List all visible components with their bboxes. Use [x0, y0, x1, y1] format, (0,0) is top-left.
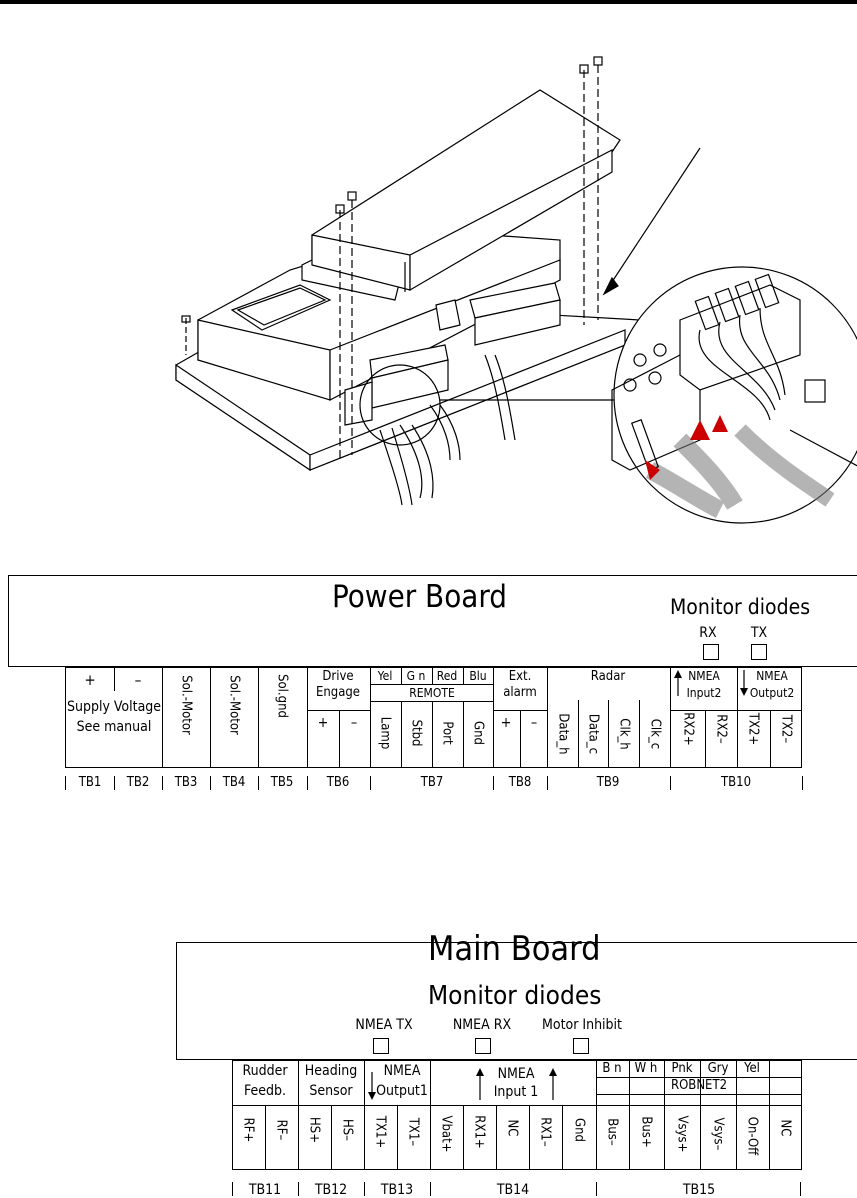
- output2-arrow-icon: [740, 670, 748, 696]
- remote-color-blu: Blu: [469, 669, 487, 683]
- rudder-label: Rudder: [242, 1063, 288, 1079]
- nmea-input2-label: NMEA: [688, 669, 720, 683]
- tb10-tb-label: TB10: [720, 775, 752, 790]
- tb1-symbol: +: [84, 671, 96, 689]
- tb8-pin-minus: –: [530, 715, 538, 731]
- tb11-label: TB11: [248, 1182, 282, 1198]
- tb4-tb-label: TB4: [222, 775, 246, 790]
- power-diode-tx-label: TX: [750, 625, 768, 641]
- see-manual-label: See manual: [76, 719, 152, 735]
- power-monitor-title: Monitor diodes: [670, 595, 811, 619]
- alarm-label: alarm: [503, 685, 537, 700]
- radar-label: Radar: [590, 669, 626, 684]
- input1-arrow-left-icon: [476, 1068, 484, 1100]
- tb2-symbol: –: [134, 671, 142, 689]
- tb15-pin-bus-minus: Bus–: [604, 1118, 620, 1146]
- tb14-pin-rx1-minus: RX1–: [537, 1117, 553, 1147]
- tb5-tb-label: TB5: [270, 775, 294, 790]
- tb6-tb-label: TB6: [326, 775, 350, 790]
- robnet-color-bn: B n: [602, 1061, 622, 1076]
- power-diode-rx-label: RX: [699, 625, 717, 641]
- main-diode-nmea-rx: [475, 1038, 491, 1054]
- main-board-outline: [176, 942, 857, 1060]
- remote-label: REMOTE: [409, 686, 455, 700]
- sensor-label: Sensor: [309, 1083, 353, 1099]
- input2-arrow-icon: [674, 670, 682, 696]
- tb8-pin-plus: +: [500, 715, 512, 731]
- remote-color-gn: G n: [406, 669, 426, 683]
- output2-label: Output2: [749, 686, 795, 700]
- input1-arrow-right-icon: [549, 1068, 557, 1100]
- tb14-pin-nc: NC: [504, 1119, 520, 1137]
- robnet-color-gry: Gry: [707, 1061, 729, 1076]
- main-board-title: Main Board: [428, 929, 601, 969]
- tb1-label: TB1: [78, 775, 102, 790]
- power-diode-rx: [703, 644, 719, 660]
- supply-voltage-label: Supply Voltage: [66, 699, 162, 715]
- output1-arrow-icon: [368, 1072, 376, 1100]
- power-board-title: Power Board: [332, 579, 507, 615]
- main-diode-nmea-tx: [373, 1038, 389, 1054]
- tb15-label: TB15: [682, 1182, 716, 1198]
- power-diode-tx: [751, 644, 767, 660]
- tb14-label: TB14: [496, 1182, 530, 1198]
- tb11-pin-rf-plus: RF+: [240, 1117, 256, 1143]
- tb8-tb-label: TB8: [508, 775, 532, 790]
- tb12-pin-hs-plus: HS+: [306, 1116, 322, 1144]
- engage-label: Engage: [315, 685, 361, 700]
- main-terminal-table: [232, 1060, 802, 1170]
- tb14-pin-gnd: Gnd: [571, 1118, 587, 1142]
- main-diode-nmea-rx-label: NMEA RX: [452, 1017, 512, 1033]
- tb6-pin-plus: +: [317, 715, 329, 731]
- tb6-pin-minus: –: [350, 715, 358, 731]
- main-monitor-title: Monitor diodes: [428, 981, 602, 1011]
- ext-label: Ext.: [508, 669, 532, 684]
- main-diode-motor-inhibit: [573, 1038, 589, 1054]
- tb2-label: TB2: [126, 775, 150, 790]
- output1-label: Output1: [376, 1083, 428, 1099]
- tb12-label: TB12: [314, 1182, 348, 1198]
- tb15-pin-on-off: On-Off: [744, 1116, 760, 1156]
- robnet-color-pnk: Pnk: [671, 1061, 693, 1076]
- robnet-label: ROBNET2: [670, 1078, 728, 1093]
- nmea-input1-label: NMEA: [497, 1066, 535, 1082]
- tb15-pin-nc: NC: [777, 1119, 793, 1137]
- main-diode-nmea-tx-label: NMEA TX: [355, 1017, 413, 1033]
- main-diode-motor-inhibit-label: Motor Inhibit: [541, 1017, 623, 1033]
- drive-label: Drive: [322, 669, 354, 684]
- remote-color-red: Red: [436, 669, 458, 683]
- input2-label: Input2: [686, 686, 722, 700]
- remote-color-yel: Yel: [377, 669, 393, 683]
- tb14-pin-rx1-plus: RX1+: [471, 1115, 487, 1149]
- power-board: Power Board Monitor diodes RX TX + – Sup…: [8, 575, 857, 790]
- power-terminal-table: [65, 667, 802, 768]
- nmea-output2-label: NMEA: [756, 669, 788, 683]
- feedb-label: Feedb.: [244, 1083, 286, 1099]
- tb14-pin-vbat-plus: Vbat+: [438, 1115, 454, 1153]
- power-board-outline: [8, 575, 857, 667]
- robnet-color-yel: Yel: [744, 1061, 760, 1076]
- tb13-pin-tx1-plus: TX1+: [372, 1115, 388, 1149]
- tb3-tb-label: TB3: [174, 775, 198, 790]
- nmea-output1-label: NMEA: [383, 1063, 421, 1079]
- tb15-pin-bus-plus: Bus+: [638, 1116, 654, 1148]
- tb13-pin-tx1-minus: TX1–: [405, 1117, 421, 1147]
- tb13-label: TB13: [380, 1182, 414, 1198]
- input1-label: Input 1: [493, 1084, 539, 1100]
- tb15-pin-vsys-minus: Vsys–: [710, 1117, 726, 1151]
- unit-illustration: [175, 56, 857, 524]
- tb7-tb-label: TB7: [420, 775, 444, 790]
- tb12-pin-hs-minus: HS–: [339, 1118, 355, 1142]
- tb9-tb-label: TB9: [596, 775, 620, 790]
- tb15-pin-vsys-plus: Vsys+: [674, 1115, 690, 1153]
- robnet-color-wh: W h: [634, 1061, 658, 1076]
- heading-label: Heading: [304, 1063, 358, 1079]
- tb11-pin-rf-minus: RF–: [273, 1119, 289, 1141]
- top-rule: [0, 0, 857, 4]
